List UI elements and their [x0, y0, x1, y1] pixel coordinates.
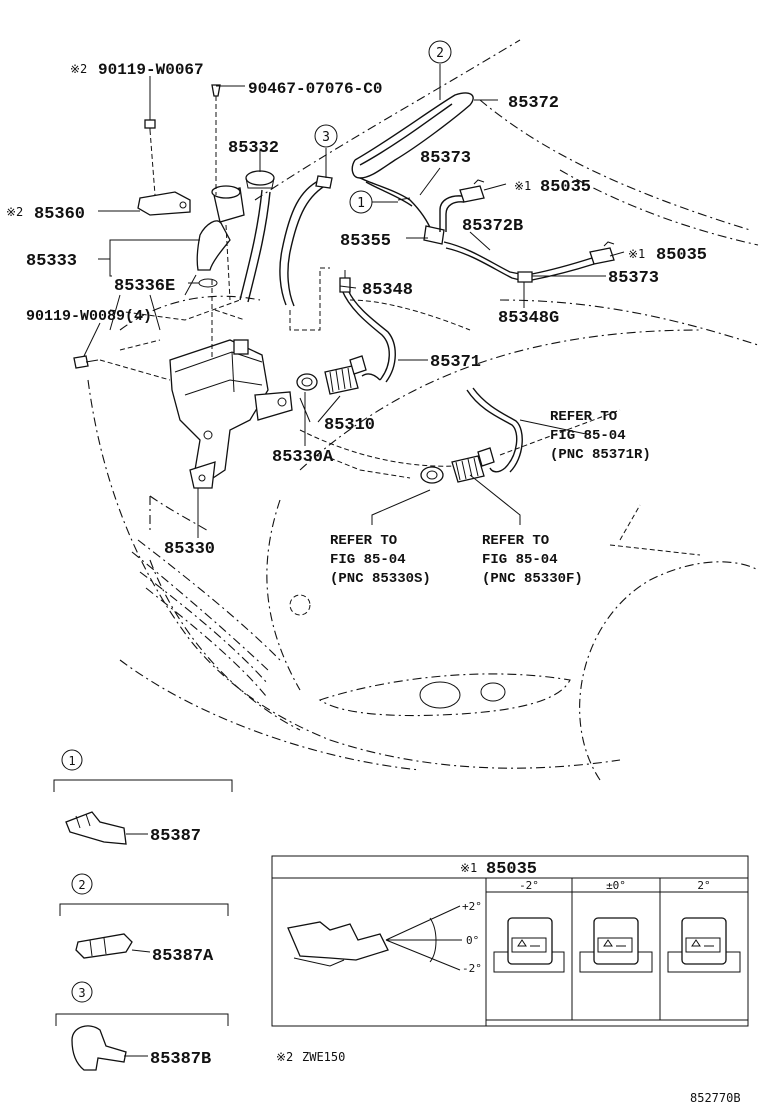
figure-number: 852770B	[690, 1091, 741, 1105]
nozzle-front-minus2	[493, 917, 565, 973]
inset-col-header-3: 2°	[697, 879, 710, 892]
refer3-line2: FIG 85-04	[482, 552, 558, 568]
circle-3-text: 3	[322, 130, 330, 145]
washer-tank-assembly	[73, 84, 333, 489]
nozzle-front-plus2	[667, 917, 741, 973]
label-85035-top: 85035	[540, 178, 591, 197]
label-85310: 85310	[324, 416, 375, 435]
circle-1-marker	[349, 190, 373, 214]
refer2-line3: (PNC 85330S)	[330, 571, 431, 587]
label-85373-mid: 85373	[608, 269, 659, 288]
washer-pump-group	[296, 355, 495, 484]
legend-number-2: 2	[78, 878, 85, 892]
refer2-line2: FIG 85-04	[330, 552, 406, 568]
footnote-text: ZWE150	[302, 1050, 345, 1064]
refer1-line2: FIG 85-04	[550, 428, 626, 444]
inset-frame	[271, 855, 749, 1027]
label-85372b: 85372B	[462, 217, 523, 236]
label-85348: 85348	[362, 281, 413, 300]
inset-col-header-2: ±0°	[606, 879, 626, 892]
label-85336e: 85336E	[114, 277, 175, 296]
circle-2-text: 2	[436, 46, 444, 61]
label-85355: 85355	[340, 232, 391, 251]
inset-angle-plus: +2°	[462, 900, 482, 913]
nozzle-front-zero	[579, 917, 653, 973]
refer1-line3: (PNC 85371R)	[550, 447, 651, 463]
label-85333: 85333	[26, 252, 77, 271]
note2-marker-1: ※2	[70, 62, 87, 76]
refer3-line3: (PNC 85330F)	[482, 571, 583, 587]
inset-col-header-1: -2°	[519, 879, 539, 892]
label-85371: 85371	[430, 353, 481, 372]
label-85373-top: 85373	[420, 149, 471, 168]
legend-circle-1	[61, 749, 83, 771]
label-85330: 85330	[164, 540, 215, 559]
refer2-line1: REFER TO	[330, 533, 397, 549]
inset-note1-symbol: ※1	[460, 861, 477, 875]
circle-1-text: 1	[357, 196, 365, 211]
label-85332: 85332	[228, 139, 279, 158]
note1-marker-2: ※1	[628, 247, 645, 261]
circle-markers: 2 3 1	[314, 40, 452, 214]
legend-part-2: 85387A	[152, 947, 214, 966]
legend-number-1: 1	[68, 754, 75, 768]
circle-3-marker	[314, 124, 338, 148]
label-85360: 85360	[34, 205, 85, 224]
footnote-symbol: ※2	[276, 1050, 293, 1064]
washer-hose-routing	[339, 92, 615, 473]
label-85330a: 85330A	[272, 448, 334, 467]
label-90119-w0089: 90119-W0089(4)	[26, 308, 152, 325]
note2-marker-2: ※2	[6, 205, 23, 219]
label-90119-w0067: 90119-W0067	[98, 61, 204, 79]
label-90467: 90467-07076-C0	[248, 80, 382, 98]
refer3-line1: REFER TO	[482, 533, 549, 549]
note1-marker-1: ※1	[514, 179, 531, 193]
label-85348g: 85348G	[498, 309, 559, 328]
label-85372: 85372	[508, 94, 559, 113]
legend-part-1: 85387	[150, 827, 201, 846]
legend-circle-3	[71, 981, 93, 1003]
label-85035-mid: 85035	[656, 246, 707, 265]
nozzle-angle-inset: ※1 85035 -2° ±0° 2° +2° 0° -2°	[271, 855, 749, 1027]
legend-circle-2	[71, 873, 93, 895]
legend-number-3: 3	[78, 986, 85, 1000]
vehicle-body-outline	[87, 39, 759, 781]
refer1-line1: REFER TO	[550, 409, 617, 425]
leader-lines	[83, 64, 625, 538]
inset-title: 85035	[486, 860, 537, 879]
inset-angle-zero: 0°	[466, 934, 479, 947]
part-labels: ※2 90119-W0067 90467-07076-C0 85332 ※2 8…	[6, 61, 707, 587]
legend-part-3: 85387B	[150, 1050, 211, 1069]
clip-legend: 1 85387 2 85387A 3 85387B	[53, 749, 233, 1071]
circle-2-marker	[428, 40, 452, 64]
inset-angle-minus: -2°	[462, 962, 482, 975]
